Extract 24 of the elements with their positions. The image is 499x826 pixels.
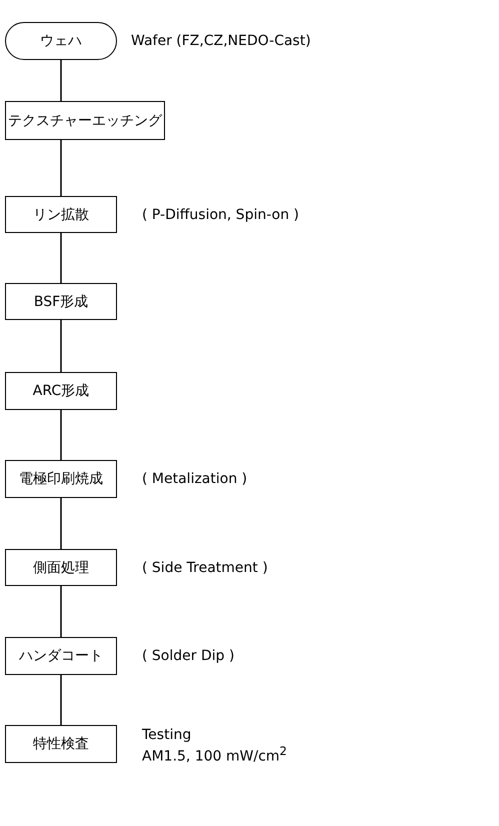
connector-line bbox=[60, 140, 62, 196]
step-note: ( Side Treatment ) bbox=[142, 558, 268, 577]
process-box: テクスチャーエッチング bbox=[5, 101, 165, 140]
process-box: 電極印刷焼成 bbox=[5, 460, 117, 498]
process-box: BSF形成 bbox=[5, 283, 117, 320]
step-note: ( Metalization ) bbox=[142, 470, 248, 488]
process-box: ハンダコート bbox=[5, 637, 117, 675]
process-box: リン拡散 bbox=[5, 196, 117, 233]
connector-line bbox=[60, 498, 62, 549]
connector-line bbox=[60, 410, 62, 460]
step-note: ( P-Diffusion, Spin-on ) bbox=[142, 206, 300, 224]
connector-line bbox=[60, 60, 62, 101]
connector-line bbox=[60, 675, 62, 725]
step-note: ( Solder Dip ) bbox=[142, 647, 234, 666]
connector-line bbox=[60, 586, 62, 637]
connector-line bbox=[60, 320, 62, 372]
step-note: Wafer (FZ,CZ,NEDO-Cast) bbox=[131, 32, 311, 50]
step-note: AM1.5, 100 mW/cm$^{2}$ bbox=[142, 744, 287, 766]
connector-line bbox=[60, 233, 62, 283]
process-box: 側面処理 bbox=[5, 549, 117, 586]
process-box: ARC形成 bbox=[5, 372, 117, 410]
process-box: 特性検査 bbox=[5, 725, 117, 763]
terminal-pill: ウェハ bbox=[5, 22, 117, 60]
step-note: Testing bbox=[142, 726, 192, 744]
